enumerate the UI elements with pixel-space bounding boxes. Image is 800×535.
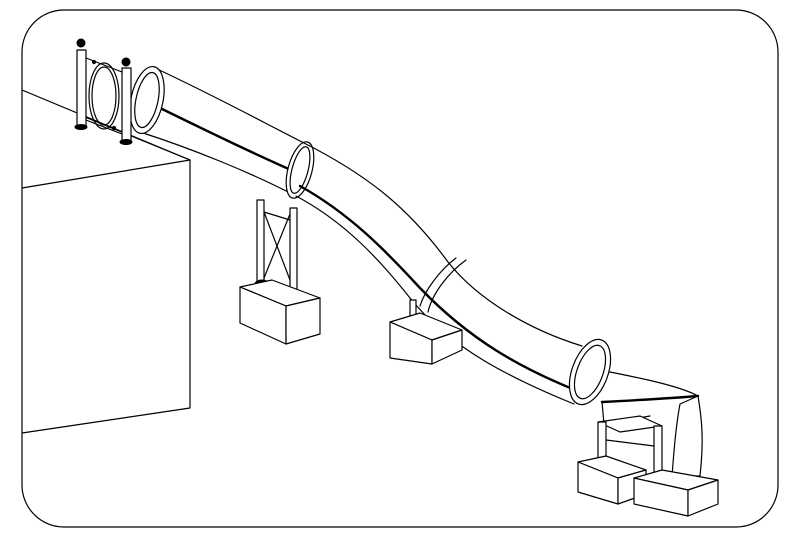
small-support-post bbox=[389, 299, 463, 365]
building-wall bbox=[21, 89, 191, 434]
entry-platform-frame bbox=[74, 38, 133, 145]
rounded-frame bbox=[21, 9, 779, 528]
concrete-footing bbox=[239, 279, 321, 345]
curved-tube-section bbox=[295, 141, 583, 405]
exit-chute bbox=[568, 338, 703, 477]
exit-support-frame bbox=[577, 415, 719, 517]
straight-tube-section bbox=[129, 65, 315, 199]
